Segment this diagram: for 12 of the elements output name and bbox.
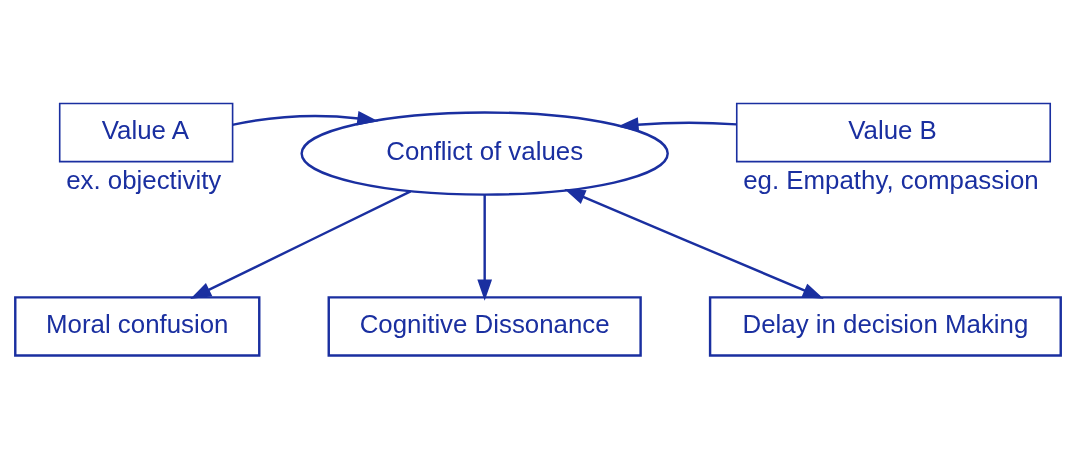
- node-label: eg. Empathy, compassion: [743, 165, 1039, 194]
- arrow: [231, 110, 379, 126]
- node-box: Delay in decision Making: [708, 295, 1062, 357]
- node-box: Moral confusion: [14, 295, 261, 357]
- arrow: [190, 189, 412, 299]
- node-box: Cognitive Dissonance: [327, 295, 642, 357]
- arrow: [617, 116, 737, 132]
- arrow: [564, 188, 824, 299]
- node-label: ex. objectivity: [66, 165, 222, 194]
- node-box: Value A: [58, 102, 234, 162]
- node-box: Value B: [735, 102, 1052, 162]
- arrow: [477, 194, 493, 301]
